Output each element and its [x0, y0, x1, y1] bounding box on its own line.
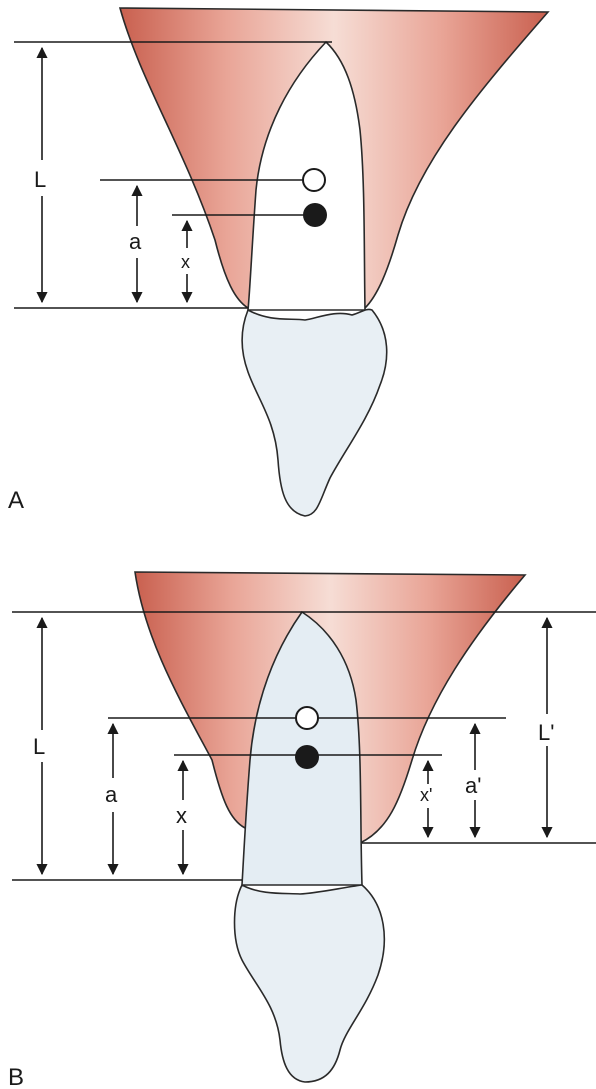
dimension-label-a-b: a: [105, 782, 118, 807]
filled-circle-marker-b: [295, 745, 319, 769]
open-circle-marker-b: [296, 707, 318, 729]
dimension-label-l-a: L: [34, 167, 46, 192]
dimension-label-a-prime: a': [465, 773, 481, 798]
dimension-label-x-a: x: [181, 252, 190, 272]
dimension-label-l-b: L: [33, 734, 45, 759]
crown-b: [235, 885, 385, 1082]
panel-a: L a x A: [8, 8, 548, 516]
dimension-label-x-prime: x': [420, 785, 432, 805]
dimension-label-x-b: x: [176, 803, 187, 828]
open-circle-marker-a: [303, 169, 325, 191]
dimension-label-l-prime: L': [538, 720, 554, 745]
crown-a: [242, 309, 387, 516]
panel-b: L a x L' a' x' B: [8, 572, 596, 1089]
panel-label-b: B: [8, 1064, 24, 1089]
panel-label-a: A: [8, 487, 24, 514]
dimension-label-a-a: a: [129, 229, 142, 254]
filled-circle-marker-a: [303, 203, 327, 227]
